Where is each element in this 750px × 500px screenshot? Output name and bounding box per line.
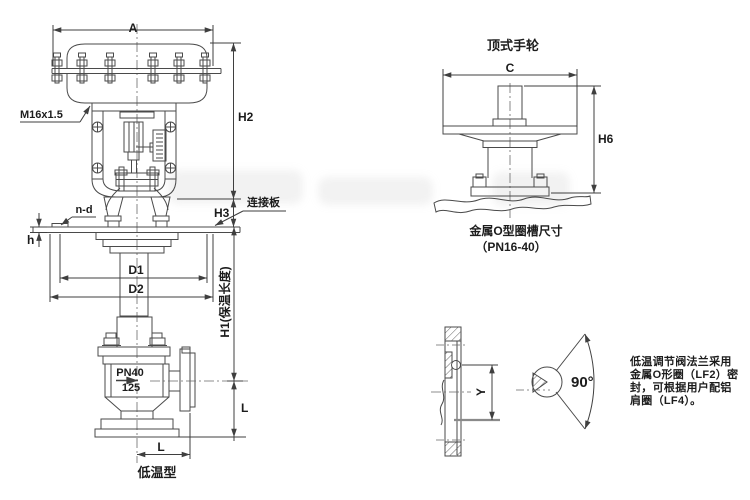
oring-detail-circle [516, 333, 586, 430]
case-bolts [51, 52, 211, 84]
flange-section-drawing [431, 326, 471, 457]
body-marking-dn: 125 [121, 382, 141, 394]
holes-label: n-d [75, 204, 93, 216]
handwheel-title: 顶式手轮 [486, 38, 540, 53]
dimension-lines-detail [454, 333, 595, 430]
dim-label-d1: D1 [128, 263, 144, 277]
handwheel-drawing [433, 83, 592, 218]
dim-label-y: Y [474, 387, 488, 397]
watermark [318, 177, 433, 205]
dim-label-h3: H3 [214, 206, 230, 220]
dim-label-l-bottom: L [157, 440, 165, 454]
note-line: 低温调节阀法兰采用 [630, 356, 732, 368]
lf2-note: 低温调节阀法兰采用 金属O形圈（LF2）密 封，可根据用户配铝 肩圈（LF4）。 [630, 356, 740, 408]
dim-label-h2: H2 [238, 110, 254, 124]
dimension-lines-handwheel [442, 69, 601, 194]
oring-caption-line1: 金属O型圈槽尺寸 [469, 224, 563, 238]
dim-label-d2: D2 [128, 282, 144, 296]
connecting-plate-label: 连接板 [247, 197, 280, 209]
thread-label: M16x1.5 [20, 109, 63, 121]
dim-label-h1: H1(保温长度) [218, 266, 232, 338]
actuator-outline [51, 24, 222, 463]
note-line: 金属O形圈（LF2）密 [630, 369, 739, 381]
note-line: 封，可根据用户配铝 [630, 382, 732, 394]
dim-label-l-side: L [241, 401, 249, 415]
valve-body-outline [32, 223, 248, 438]
dim-label-h: h [27, 233, 35, 247]
body-marking-pn: PN40 [116, 367, 144, 379]
dim-label-a: A [128, 21, 138, 35]
angle-label: 90° [571, 374, 594, 391]
oring-caption-line2: （PN16-40） [475, 240, 547, 254]
dimension-lines-left [20, 25, 286, 459]
dim-label-h6: H6 [598, 132, 614, 146]
note-line: 肩圈（LF4）。 [630, 395, 702, 407]
left-view-caption: 低温型 [137, 465, 177, 480]
dim-label-c: C [505, 61, 515, 75]
